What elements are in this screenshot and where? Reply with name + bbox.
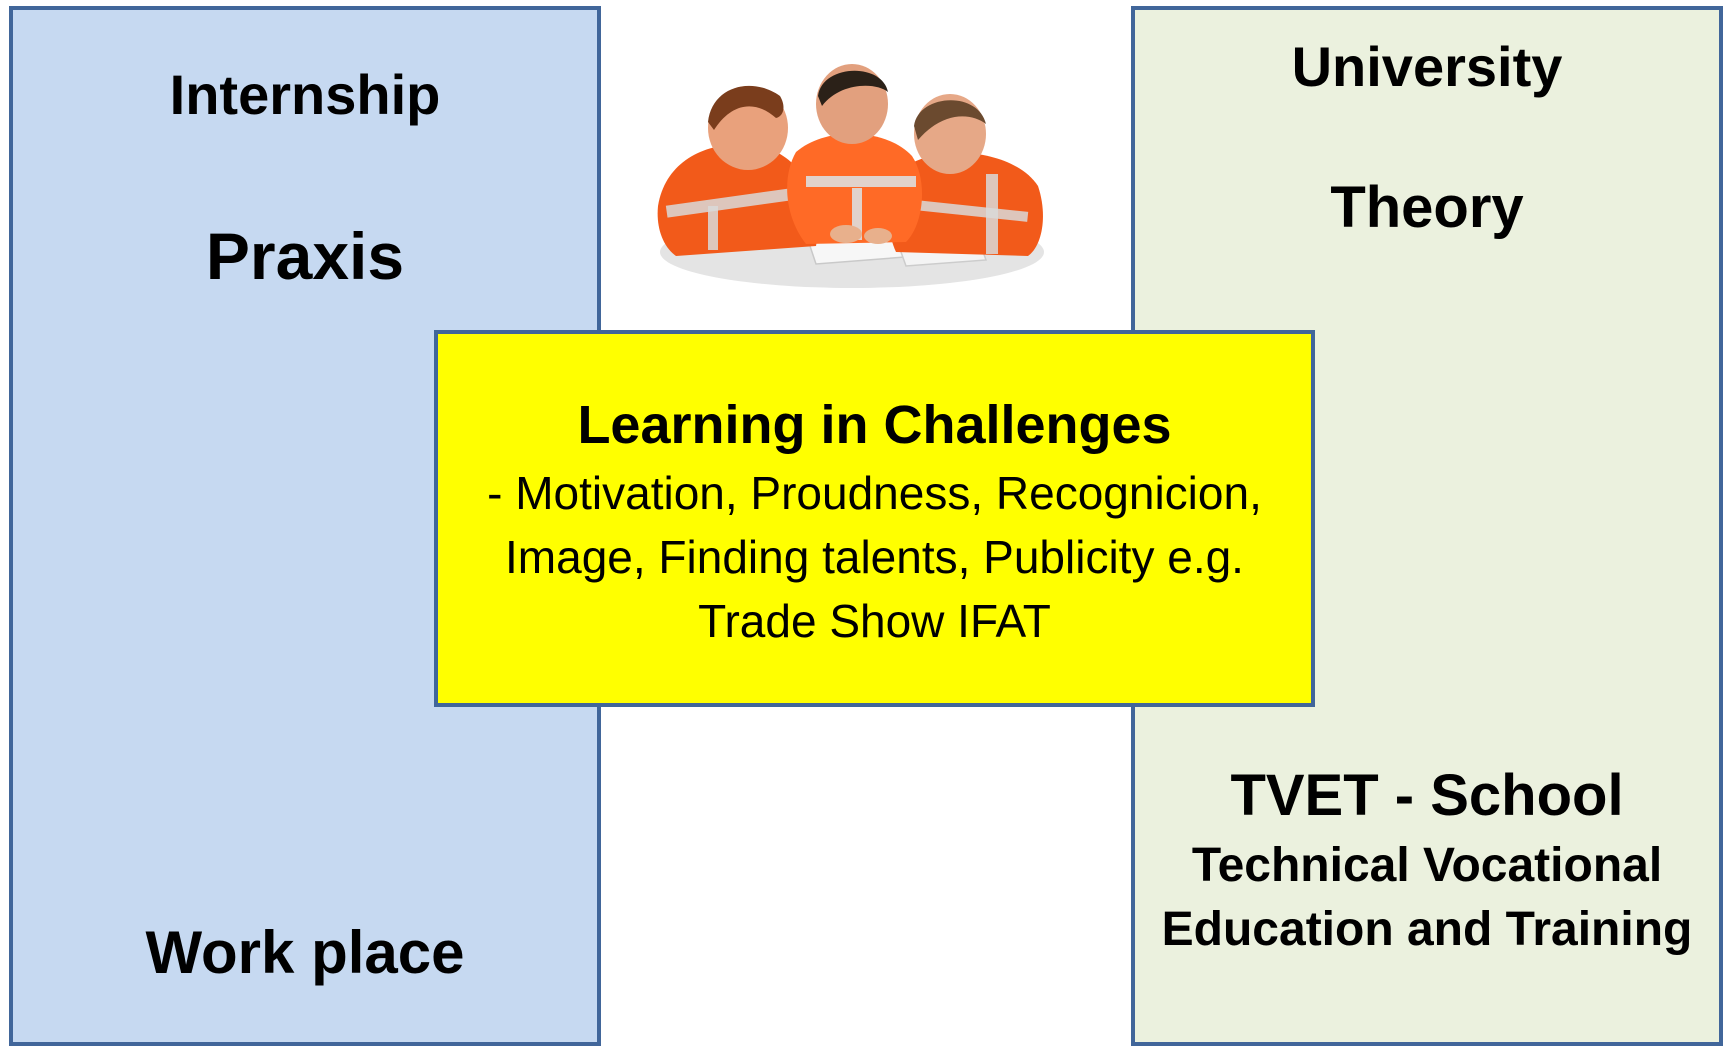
learning-challenges-line-1: - Motivation, Proudness, Recognicion, — [487, 467, 1262, 519]
learning-challenges-box — [434, 330, 1315, 707]
tvet-school-label: TVET - School — [1230, 763, 1624, 828]
internship-label: Internship — [169, 63, 441, 126]
worker-body-shape — [888, 152, 1043, 256]
tvet-description-line-1: Technical Vocational — [1191, 839, 1663, 892]
learning-challenges-line-2: Image, Finding talents, Publicity e.g. — [505, 531, 1244, 583]
learning-challenges-title: Learning in Challenges — [577, 395, 1172, 455]
praxis-label: Praxis — [205, 219, 405, 293]
tvet-description-line-2: Education and Training — [1161, 903, 1693, 956]
theory-label: Theory — [1330, 175, 1524, 240]
learning-challenges-line-3: Trade Show IFAT — [698, 595, 1051, 647]
workers-photo-icon — [657, 64, 1044, 288]
workplace-label: Work place — [145, 919, 465, 986]
university-label: University — [1291, 35, 1563, 98]
